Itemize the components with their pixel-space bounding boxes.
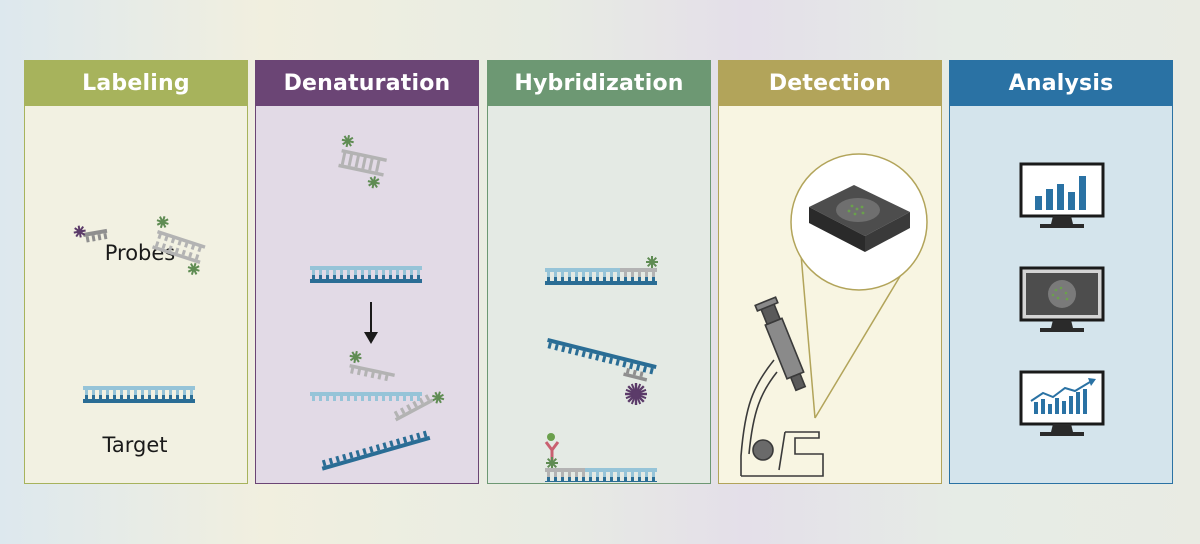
denaturation-panel: Denaturation xyxy=(255,60,479,484)
large-probe-icon xyxy=(151,213,206,278)
separated-strands-icon xyxy=(310,392,431,471)
down-arrow-icon xyxy=(364,302,378,344)
separated-probes-icon xyxy=(347,348,448,422)
antibody-probe-icon xyxy=(544,433,657,482)
magnified-slide-icon xyxy=(790,153,928,291)
small-probe-icon xyxy=(71,223,108,243)
panel-title-analysis: Analysis xyxy=(950,61,1172,106)
analysis-panel: Analysis xyxy=(949,60,1173,484)
double-strand-dna-icon xyxy=(310,266,422,283)
purple-label-probe-icon xyxy=(547,338,657,407)
panel-title-detection: Detection xyxy=(719,61,941,106)
probe-icon xyxy=(338,132,387,191)
target-label: Target xyxy=(102,433,168,457)
hybridization-panel: Hybridization xyxy=(487,60,711,484)
labeling-panel: Labeling Probes Target xyxy=(24,60,248,484)
panel-title-hybridization: Hybridization xyxy=(488,61,710,106)
bar-chart-monitor-icon xyxy=(1019,162,1105,228)
panel-title-labeling: Labeling xyxy=(25,61,247,106)
hybridized-probe-icon xyxy=(545,255,659,285)
panel-title-denaturation: Denaturation xyxy=(256,61,478,106)
target-dna-icon xyxy=(83,386,195,403)
image-monitor-icon xyxy=(1019,266,1105,332)
detection-panel: Detection xyxy=(718,60,942,484)
microscope-icon xyxy=(740,296,824,477)
trend-chart-monitor-icon xyxy=(1019,370,1105,436)
